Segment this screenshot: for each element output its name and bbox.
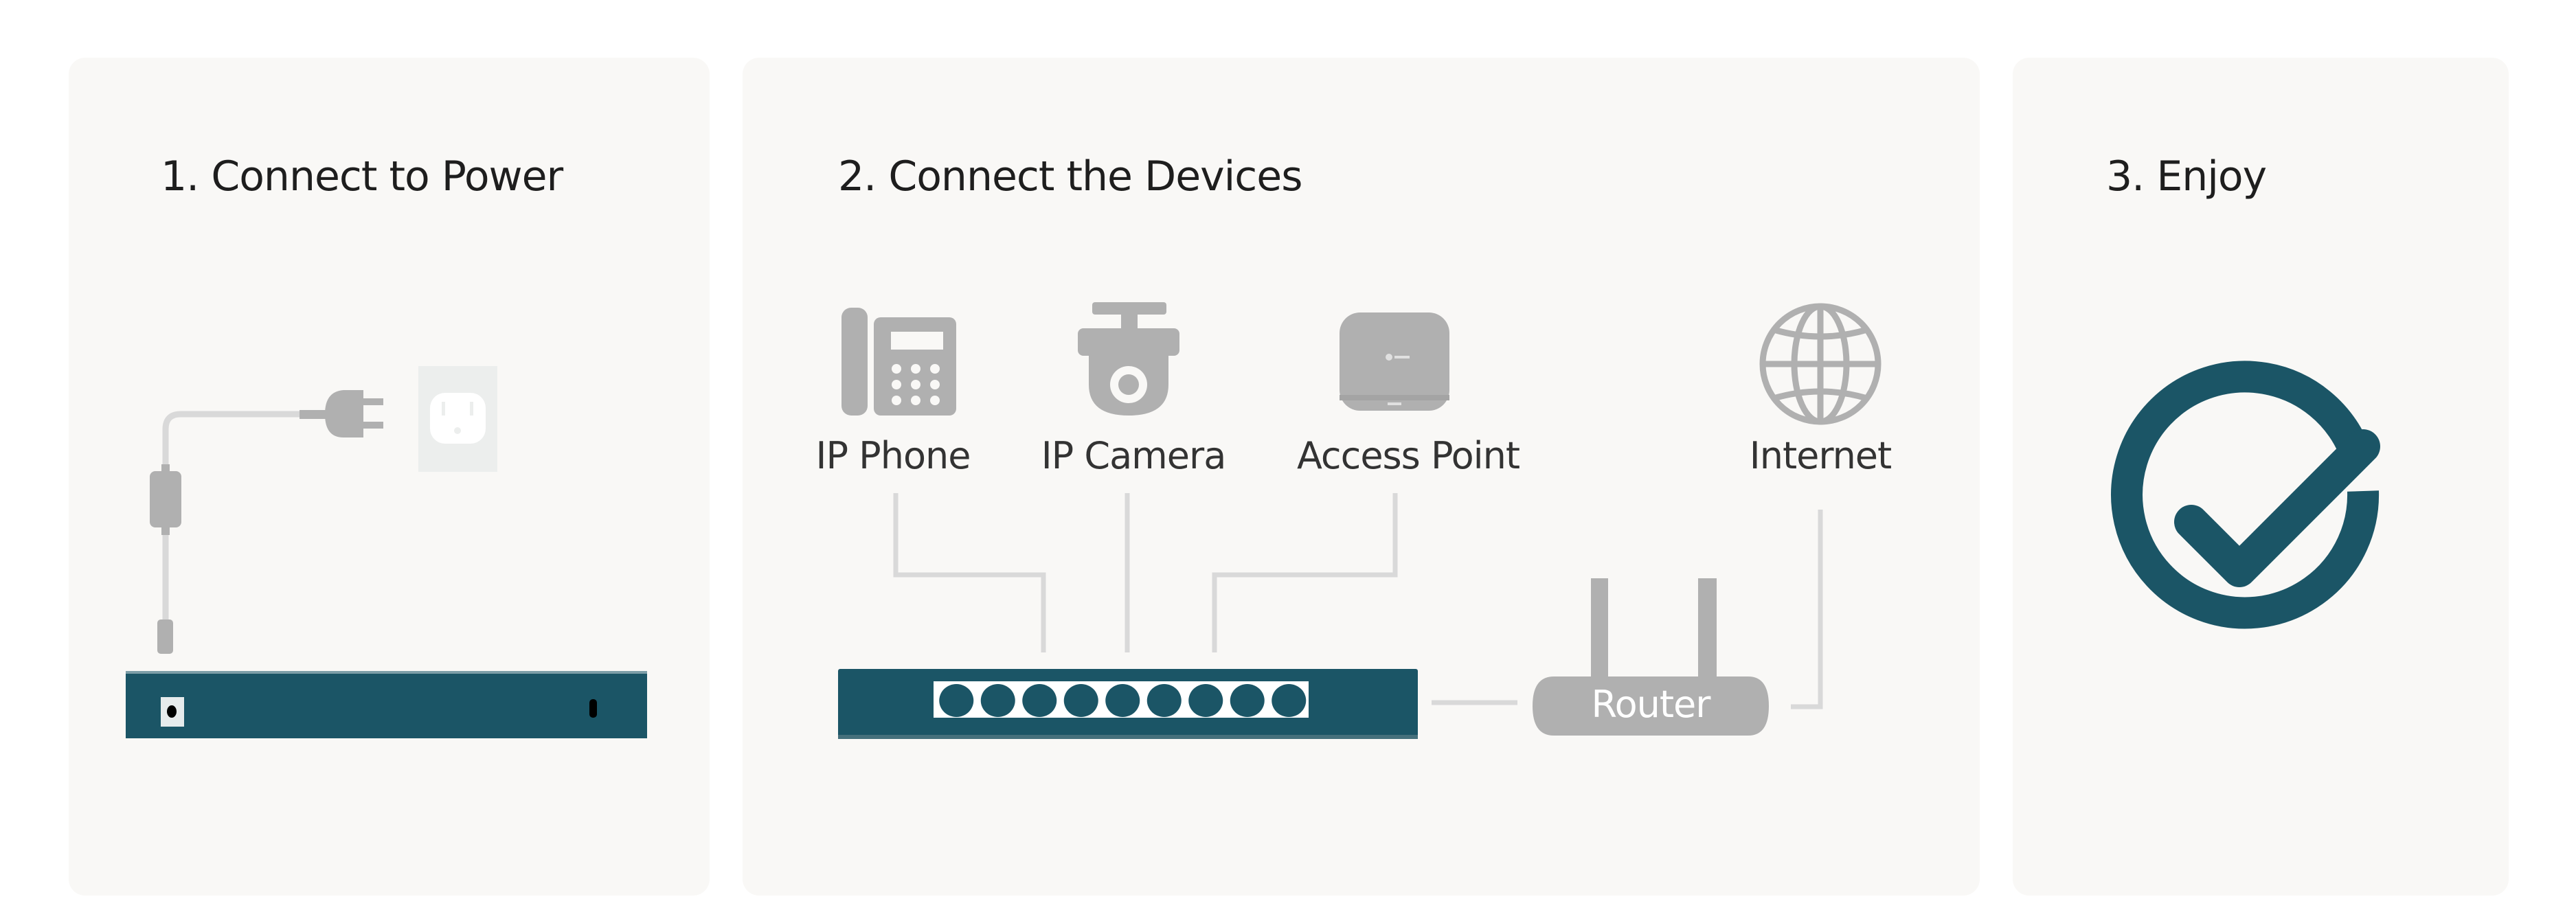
switch-rear-panel bbox=[126, 671, 647, 738]
device-label-ip-phone: IP Phone bbox=[815, 434, 971, 477]
dc-plug-icon bbox=[157, 619, 173, 654]
switch-front-panel bbox=[838, 669, 1418, 739]
ethernet-port-icon bbox=[1063, 684, 1098, 717]
step-3-panel bbox=[2013, 58, 2509, 896]
camera-icon bbox=[1078, 302, 1179, 416]
router-icon bbox=[1533, 578, 1769, 736]
router-label: Router bbox=[1591, 683, 1711, 726]
step-2-title: 2. Connect the Devices bbox=[838, 152, 1302, 201]
access-point-icon bbox=[1340, 312, 1449, 411]
device-label-ip-camera: IP Camera bbox=[1041, 434, 1227, 477]
phone-icon bbox=[841, 308, 956, 416]
ethernet-port-icon bbox=[939, 684, 974, 717]
power-cord bbox=[150, 390, 383, 654]
ethernet-port-icon bbox=[1230, 684, 1265, 717]
ethernet-port-icon bbox=[1272, 684, 1307, 717]
step-2-panel bbox=[743, 58, 1980, 896]
device-label-internet: Internet bbox=[1749, 434, 1892, 477]
reset-button-icon bbox=[589, 699, 597, 718]
ethernet-port-icon bbox=[980, 684, 1015, 717]
device-label-access-point: Access Point bbox=[1296, 434, 1520, 477]
ethernet-port-icon bbox=[1188, 684, 1223, 717]
ethernet-port-icon bbox=[1022, 684, 1057, 717]
step-1-title: 1. Connect to Power bbox=[161, 152, 563, 201]
wall-outlet-icon bbox=[418, 366, 497, 472]
checkmark-circle-icon bbox=[2111, 361, 2380, 629]
step-3-title: 3. Enjoy bbox=[2106, 152, 2267, 201]
power-adapter-icon bbox=[150, 471, 181, 527]
ac-plug-icon bbox=[325, 390, 363, 437]
cables bbox=[893, 493, 1823, 709]
globe-icon bbox=[1759, 303, 1882, 425]
ethernet-port-icon bbox=[1146, 684, 1182, 717]
ethernet-port-icon bbox=[1105, 684, 1140, 717]
